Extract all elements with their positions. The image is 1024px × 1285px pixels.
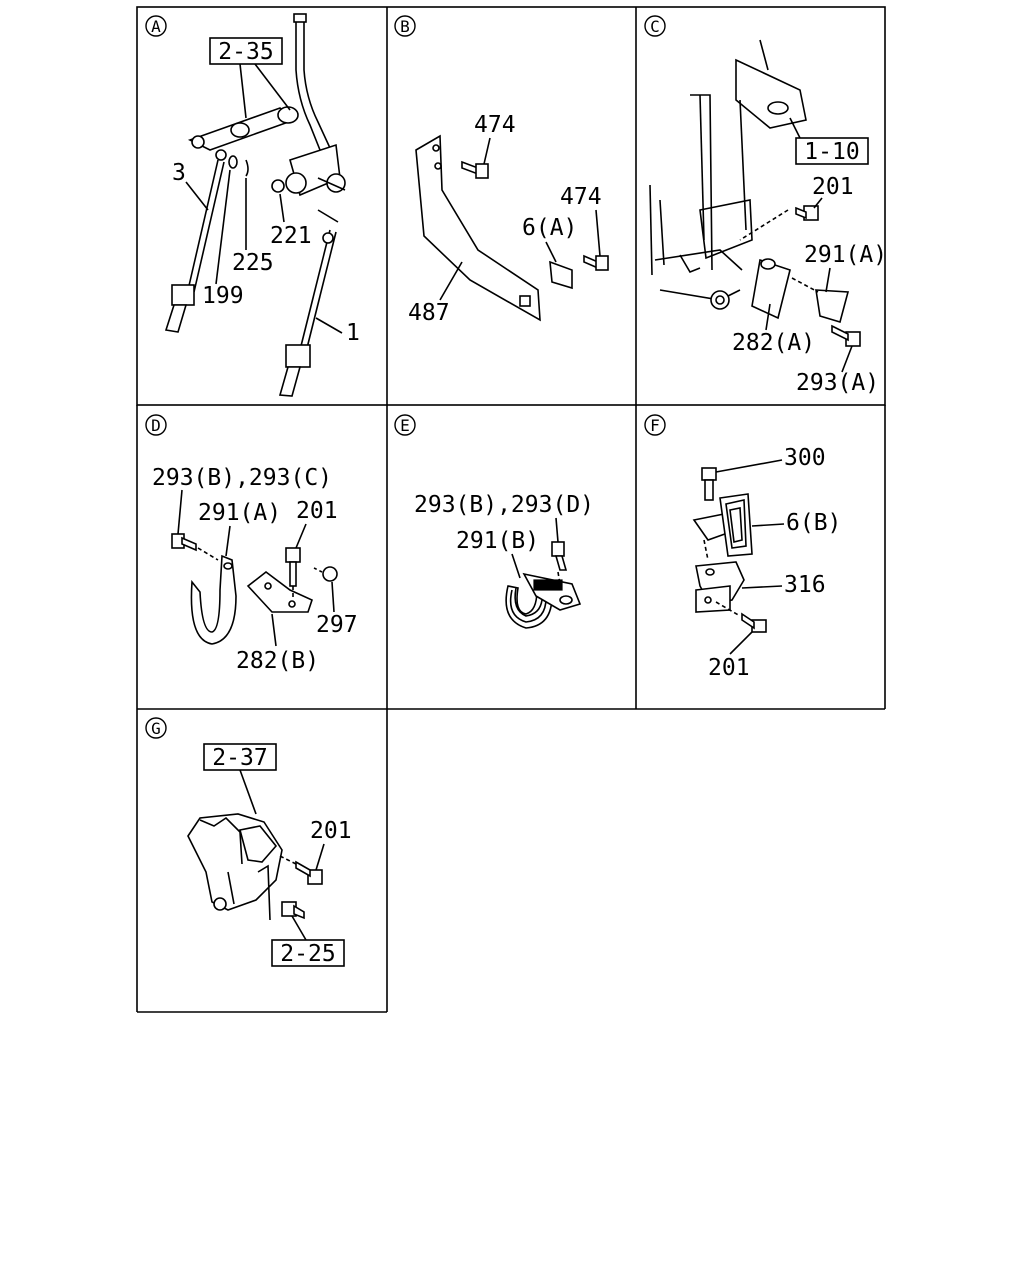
callout-291b: 291(B)	[456, 528, 539, 579]
callout-282b: 282(B)	[236, 613, 319, 674]
callout-297: 297	[316, 581, 358, 638]
clip-assembly-d-drawing	[171, 533, 338, 645]
svg-text:291(A): 291(A)	[198, 500, 281, 526]
svg-text:201: 201	[812, 174, 854, 200]
panel-g-id-marker: G	[145, 717, 167, 739]
callout-199: 199	[202, 169, 244, 309]
panel-d-id-marker: D	[145, 414, 167, 436]
panel-e-id-marker: E	[394, 414, 416, 436]
svg-text:201: 201	[310, 818, 352, 844]
frame-drawing	[649, 39, 807, 310]
clip-assembly-e-drawing	[505, 541, 582, 629]
svg-text:201: 201	[708, 655, 750, 681]
svg-text:D: D	[151, 416, 161, 435]
ref-box-2-35: 2-35	[209, 37, 291, 119]
callout-282a: 282(A)	[732, 303, 815, 356]
svg-text:201: 201	[296, 498, 338, 524]
shift-lever-drawing	[187, 13, 346, 197]
svg-text:474: 474	[560, 184, 602, 210]
panel-b: B 474 474 6(A) 487	[394, 15, 609, 326]
svg-text:293(A): 293(A)	[796, 370, 879, 396]
ref-box-2-25: 2-25	[271, 915, 345, 967]
callout-316: 316	[741, 572, 826, 598]
svg-text:474: 474	[474, 112, 516, 138]
clip-parts-drawing	[739, 205, 861, 347]
callout-291a: 291(A)	[804, 242, 887, 293]
svg-text:1: 1	[346, 320, 360, 346]
panel-g: G 2-37 2-25 201	[145, 717, 352, 967]
cable-1-drawing	[278, 209, 339, 397]
callout-300: 300	[715, 445, 826, 473]
callout-6a: 6(A)	[522, 215, 577, 263]
panel-a: A 2-35	[145, 13, 360, 397]
svg-text:221: 221	[270, 223, 312, 249]
panel-grid	[136, 6, 886, 1013]
svg-text:282(A): 282(A)	[732, 330, 815, 356]
svg-text:297: 297	[316, 612, 358, 638]
callout-1: 1	[315, 317, 360, 346]
panel-f-id-marker: F	[644, 414, 666, 436]
svg-text:300: 300	[784, 445, 826, 471]
svg-text:E: E	[400, 416, 410, 435]
callout-6b: 6(B)	[751, 510, 841, 536]
svg-text:6(A): 6(A)	[522, 215, 577, 241]
svg-text:1-10: 1-10	[804, 139, 859, 165]
panel-e: E 293(B),293(D) 291(B)	[394, 414, 594, 629]
svg-text:G: G	[151, 719, 161, 738]
callout-293b-293c: 293(B),293(C)	[152, 465, 332, 535]
panel-d: D 293(B),293(C) 291(A)	[145, 414, 358, 674]
panel-b-id-marker: B	[394, 15, 416, 37]
svg-text:199: 199	[202, 283, 244, 309]
svg-text:6(B): 6(B)	[786, 510, 841, 536]
callout-201: 201	[310, 818, 352, 871]
svg-text:291(B): 291(B)	[456, 528, 539, 554]
ref-box-1-10: 1-10	[789, 117, 869, 165]
callout-474-lower: 474	[560, 184, 602, 257]
svg-text:C: C	[650, 17, 660, 36]
svg-text:2-25: 2-25	[280, 941, 335, 967]
svg-text:2-37: 2-37	[212, 745, 267, 771]
svg-text:293(B),293(D): 293(B),293(D)	[414, 492, 594, 518]
bracket-487-drawing	[415, 134, 609, 322]
svg-text:2-35: 2-35	[218, 39, 273, 65]
bracket-assembly-f-drawing	[692, 467, 767, 633]
svg-text:291(A): 291(A)	[804, 242, 887, 268]
pedal-bracket-drawing	[187, 813, 323, 921]
svg-text:3: 3	[172, 160, 186, 186]
callout-291a: 291(A)	[198, 500, 281, 557]
panel-c: C	[644, 15, 887, 396]
callout-474-upper: 474	[474, 112, 516, 165]
panel-f: F 300 6(B)	[644, 414, 841, 681]
svg-text:A: A	[151, 17, 161, 36]
callout-3: 3	[172, 160, 209, 211]
callout-487: 487	[408, 261, 463, 326]
svg-text:F: F	[650, 416, 660, 435]
svg-text:316: 316	[784, 572, 826, 598]
callout-201: 201	[812, 174, 854, 209]
callout-221: 221	[270, 193, 312, 249]
svg-text:225: 225	[232, 250, 274, 276]
callout-293a: 293(A)	[796, 345, 879, 396]
panel-a-id-marker: A	[145, 15, 167, 37]
ref-box-2-37: 2-37	[203, 743, 277, 815]
svg-text:293(B),293(C): 293(B),293(C)	[152, 465, 332, 491]
callout-225: 225	[232, 178, 274, 276]
cable-3-drawing	[164, 149, 285, 333]
callout-201: 201	[295, 498, 338, 549]
svg-text:B: B	[400, 17, 410, 36]
callout-201: 201	[708, 631, 753, 681]
callout-293b-293d: 293(B),293(D)	[414, 492, 594, 543]
panel-c-id-marker: C	[644, 15, 666, 37]
svg-text:487: 487	[408, 300, 450, 326]
svg-text:282(B): 282(B)	[236, 648, 319, 674]
